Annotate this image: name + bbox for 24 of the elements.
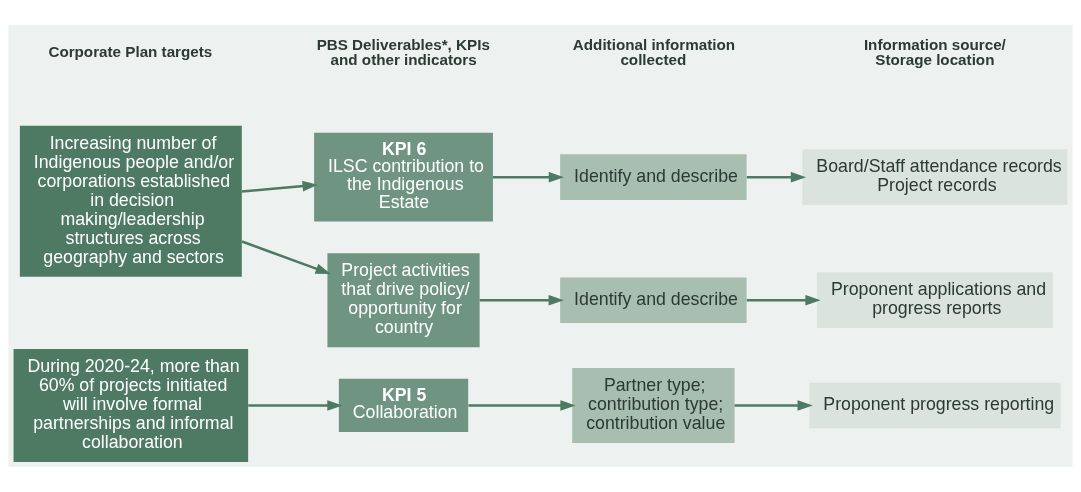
node-box: Identify and describe (560, 154, 747, 200)
node-box: Proponent progress reporting (809, 382, 1061, 429)
node-box: During 2020-24, more than 60% of projects initiated will involve formal partnerships and informal collaboration (13, 349, 249, 462)
node-box: Board/Staff attendance records Project records (802, 149, 1068, 206)
arrow (479, 294, 564, 306)
node-box: Increasing number of Indigenous people and/or corporations established in decision making/leadership structures across geography and sectors (19, 125, 242, 277)
label: PBS Deliverables*, KPIs and other indicators (316, 35, 490, 69)
arrow (746, 294, 821, 306)
node-box: KPI 5 Collaboration (338, 378, 469, 433)
node-box: Identify and describe (560, 277, 747, 324)
label: Information source/ Storage location (863, 35, 1006, 69)
label: Corporate Plan targets (48, 42, 213, 60)
arrow (493, 171, 564, 183)
node-box: KPI 6 ILSC contribution to the Indigenous Estate (314, 132, 493, 222)
arrow (746, 171, 807, 183)
arrow (468, 400, 576, 411)
node-box: Project activities that drive policy/ opportunity for country (327, 253, 480, 348)
arrow (241, 240, 331, 275)
arrow (734, 400, 813, 411)
node-box: Proponent applications and progress reports (817, 272, 1053, 329)
label: Additional information collected (572, 35, 735, 69)
node-box: Partner type; contribution type; contribution value (572, 368, 735, 443)
arrow (248, 400, 343, 411)
arrow (241, 180, 318, 193)
